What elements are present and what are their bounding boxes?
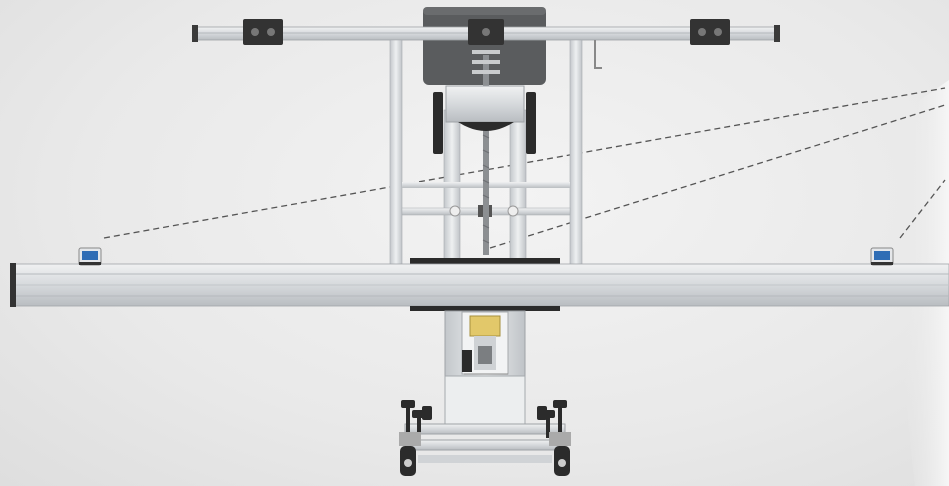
laser-lines (103, 87, 946, 249)
caster-wheels (399, 432, 571, 476)
base-frame (404, 423, 566, 463)
laser-sensor-right (870, 247, 894, 266)
rail-slider-right (690, 19, 730, 45)
main-crossbar (10, 263, 949, 311)
carriage (433, 85, 536, 154)
mount-plate (410, 258, 560, 264)
rail-slider-left (243, 19, 283, 45)
top-rail (192, 19, 780, 69)
target-panel (423, 7, 546, 85)
leveling-feet (401, 400, 567, 438)
laser-sensor-left (78, 247, 102, 266)
lift-column (444, 310, 526, 427)
